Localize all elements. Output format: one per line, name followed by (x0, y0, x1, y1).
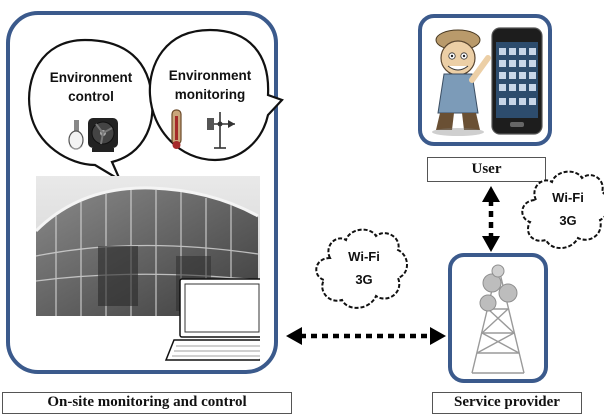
greenhouse-image (36, 176, 260, 361)
onsite-provider-arrow (286, 327, 446, 345)
user-label: User (427, 157, 546, 182)
control-bubble-text: Environment control (32, 68, 150, 106)
onsite-panel (6, 11, 278, 374)
right-wireless-text: Wi-Fi 3G (536, 190, 600, 228)
thermometer-icon (171, 109, 182, 149)
weather-vane-icon (207, 112, 235, 149)
lamp-icon (68, 120, 84, 150)
user-provider-arrow (482, 186, 500, 252)
tower-panel (448, 253, 548, 383)
left-wireless-text: Wi-Fi 3G (332, 249, 396, 287)
right-wifi-label: Wi-Fi (552, 190, 584, 205)
right-wireless-cloud (521, 170, 604, 249)
left-wifi-label: Wi-Fi (348, 249, 380, 264)
person-icon (432, 29, 491, 136)
smartphone-icon (491, 27, 543, 135)
control-bubble (28, 38, 154, 183)
laptop-icon (164, 278, 260, 361)
monitoring-bubble (148, 28, 284, 162)
cell-tower-icon (471, 264, 525, 374)
left-wireless-cloud (315, 228, 408, 309)
provider-label: Service provider (432, 392, 582, 414)
fan-icon (88, 118, 118, 152)
control-line1: Environment (49, 70, 133, 85)
user-illustration (432, 27, 543, 136)
monitoring-line2: monitoring (174, 87, 246, 102)
monitoring-bubble-text: Environment monitoring (153, 66, 267, 104)
monitoring-line1: Environment (168, 68, 252, 83)
user-panel (418, 14, 552, 146)
onsite-label: On-site monitoring and control (2, 392, 292, 414)
control-line2: control (68, 89, 114, 104)
right-3g-label: 3G (559, 213, 577, 228)
left-3g-label: 3G (355, 272, 373, 287)
